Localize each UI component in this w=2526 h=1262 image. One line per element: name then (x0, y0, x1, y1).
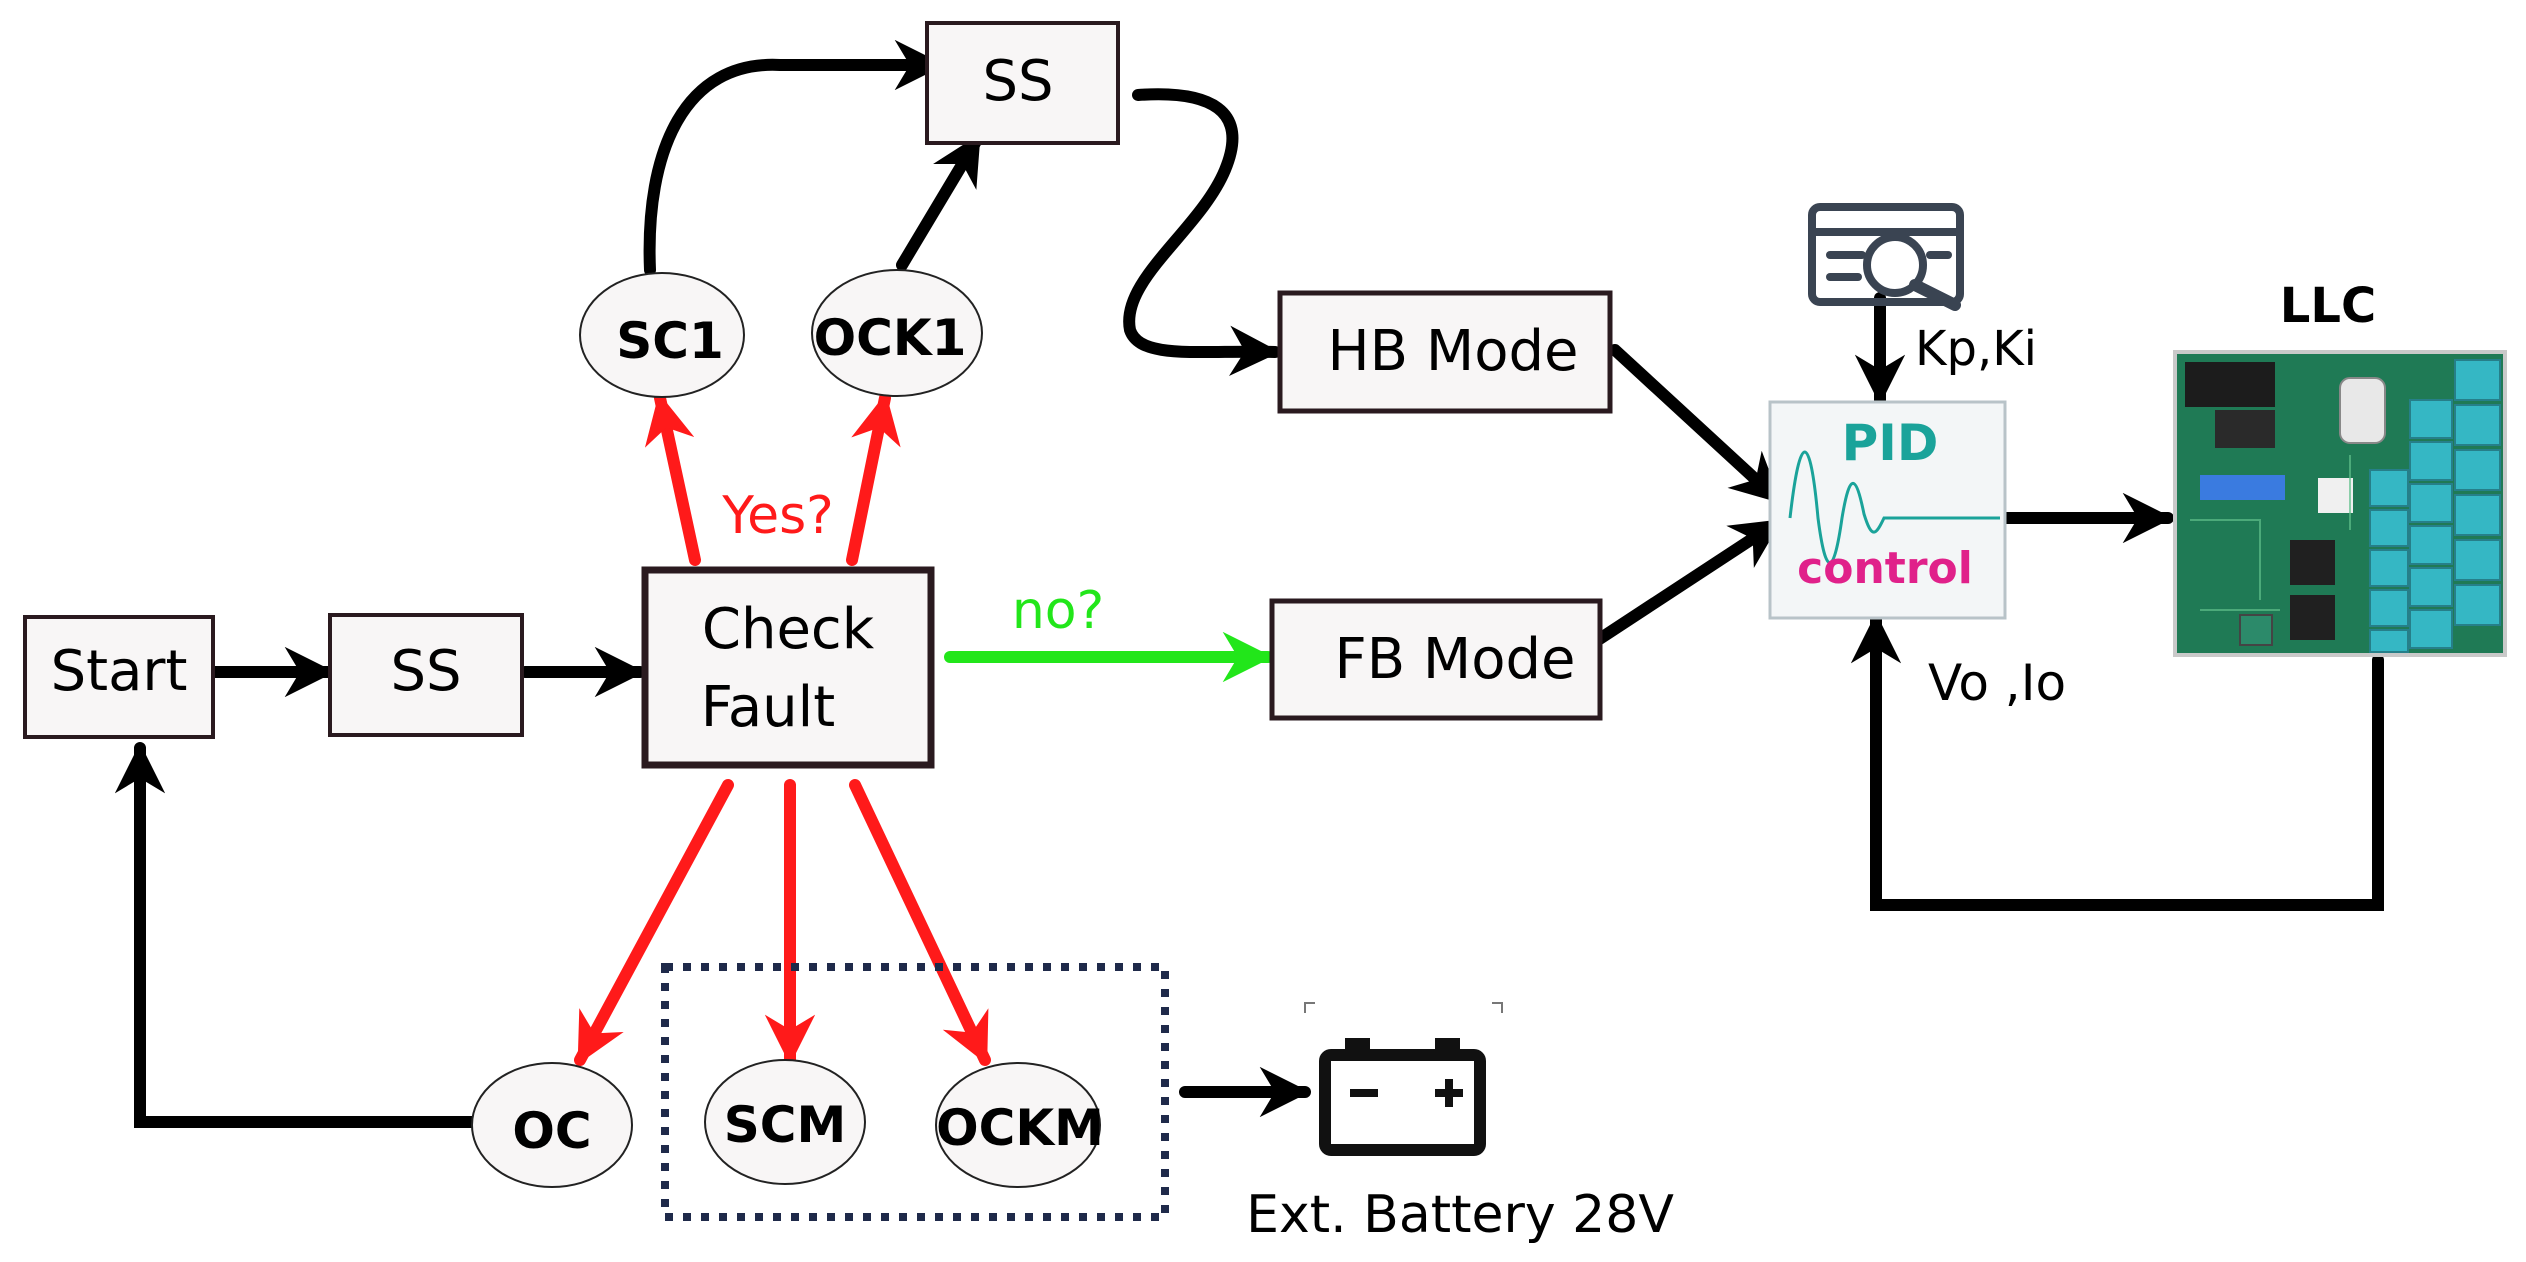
check-fault-label-line2: Fault (701, 675, 835, 740)
ock1-node: OCK1 (811, 269, 983, 397)
ockm-node: OCKM (935, 1062, 1104, 1188)
oc-label: OC (512, 1102, 591, 1160)
ss-top-label: SS (982, 49, 1053, 114)
fb-mode-label: FB Mode (1334, 627, 1575, 692)
hb-mode-label: HB Mode (1328, 319, 1579, 384)
ss-main-label: SS (390, 639, 461, 704)
arrow-ss-to-hb (1123, 88, 1281, 376)
llc-board-photo (2173, 350, 2507, 657)
scm-node: SCM (704, 1059, 866, 1185)
ss-top-node: SS (925, 21, 1120, 145)
arrow-sc1-to-ss (643, 39, 946, 276)
sc1-node: SC1 (579, 272, 745, 398)
check-fault-label-line1: Check (702, 597, 875, 662)
ockm-label: OCKM (936, 1099, 1104, 1157)
llc-title: LLC (2280, 278, 2376, 334)
sc1-label: SC1 (616, 312, 724, 370)
hb-mode-node: HB Mode (1277, 290, 1613, 414)
pid-step-response-curve (1788, 450, 2000, 565)
no-edge-label: no? (1012, 581, 1104, 641)
mechanical-fault-group-frame (661, 963, 1169, 1221)
pid-subtitle: control (1797, 543, 1973, 594)
battery-icon (1304, 1002, 1503, 1156)
table-search-icon (1808, 203, 1964, 311)
oc-node: OC (471, 1062, 633, 1188)
fault-arrows (574, 392, 991, 1066)
pid-params-label: Kp,Ki (1915, 321, 2037, 377)
check-fault-node: Check Fault (641, 566, 935, 769)
fb-mode-node: FB Mode (1269, 598, 1603, 721)
arrow-ock1-to-ss (896, 132, 984, 271)
battery-label: Ext. Battery 28V (1246, 1185, 1674, 1245)
feedback-label: Vo ,Io (1928, 654, 2066, 712)
ss-main-node: SS (328, 613, 524, 737)
yes-edge-label: Yes? (721, 486, 834, 546)
arrow-check-to-ockm (849, 779, 991, 1066)
pid-controller: PID control (1768, 400, 2007, 620)
arrow-hb-to-pid (1609, 344, 1784, 506)
pid-title: PID (1842, 414, 1939, 472)
ock1-label: OCK1 (814, 309, 967, 367)
start-label: Start (51, 639, 188, 704)
arrow-check-to-oc (574, 779, 734, 1066)
arrow-llc-feedback-to-pid (1850, 612, 2384, 911)
arrow-check-to-sc1 (644, 392, 701, 566)
arrow-fb-to-pid (1592, 516, 1784, 646)
arrow-check-to-ock1 (846, 392, 901, 566)
start-node: Start (23, 615, 215, 739)
flow-arrows (114, 39, 2384, 1128)
arrow-oc-to-start (114, 742, 484, 1128)
scm-label: SCM (724, 1096, 846, 1154)
